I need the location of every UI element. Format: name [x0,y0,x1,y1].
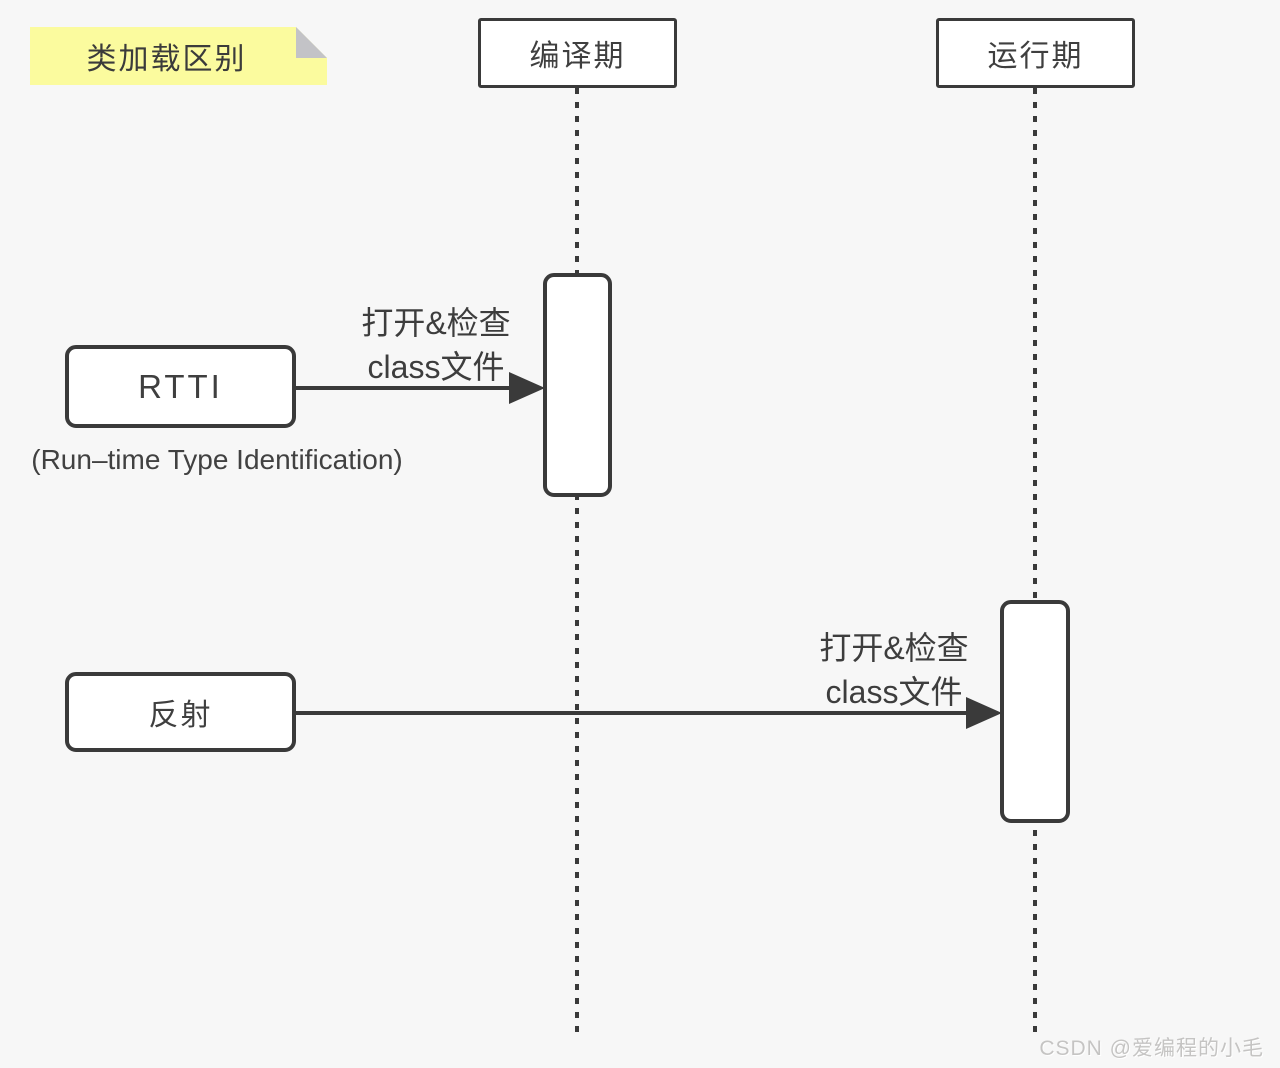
message-2-arrow-line [295,711,967,715]
actor-box-rtti: RTTI [65,345,296,428]
diagram-title: 类加载区别 [86,43,247,76]
message-2-label-line1: 打开&检查 [819,630,969,666]
message-1-arrowhead-icon [509,372,545,404]
activation-bar-run-time [1000,600,1070,823]
actor-rtti-label: RTTI [138,367,223,405]
lifeline-run-time [1033,88,1037,1040]
note-fold-corner-icon [296,27,327,58]
lifeline-header-compile-time: 编译期 [478,18,677,88]
message-2-arrowhead-icon [966,697,1002,729]
sticky-note: 类加载区别 [30,27,327,85]
message-1-label: 打开&检查 class文件 [328,301,544,389]
actor-box-reflection: 反射 [65,672,296,752]
message-1-label-line2: class文件 [367,349,505,385]
lifeline-compile-time [575,88,579,1040]
actor-rtti-caption: (Run–time Type Identification) [31,444,403,475]
message-2-label: 打开&检查 class文件 [786,626,1002,714]
message-1-label-line1: 打开&检查 [361,305,511,341]
lifeline-header-compile-label: 编译期 [529,40,626,73]
lifeline-header-run-time: 运行期 [936,18,1135,88]
csdn-watermark: CSDN @爱编程的小毛 [1039,1037,1264,1060]
activation-bar-compile-time [543,273,612,497]
message-1-arrow-line [295,386,511,390]
message-2-label-line2: class文件 [825,674,963,710]
lifeline-header-runtime-label: 运行期 [987,40,1084,73]
actor-reflection-label: 反射 [148,699,213,732]
